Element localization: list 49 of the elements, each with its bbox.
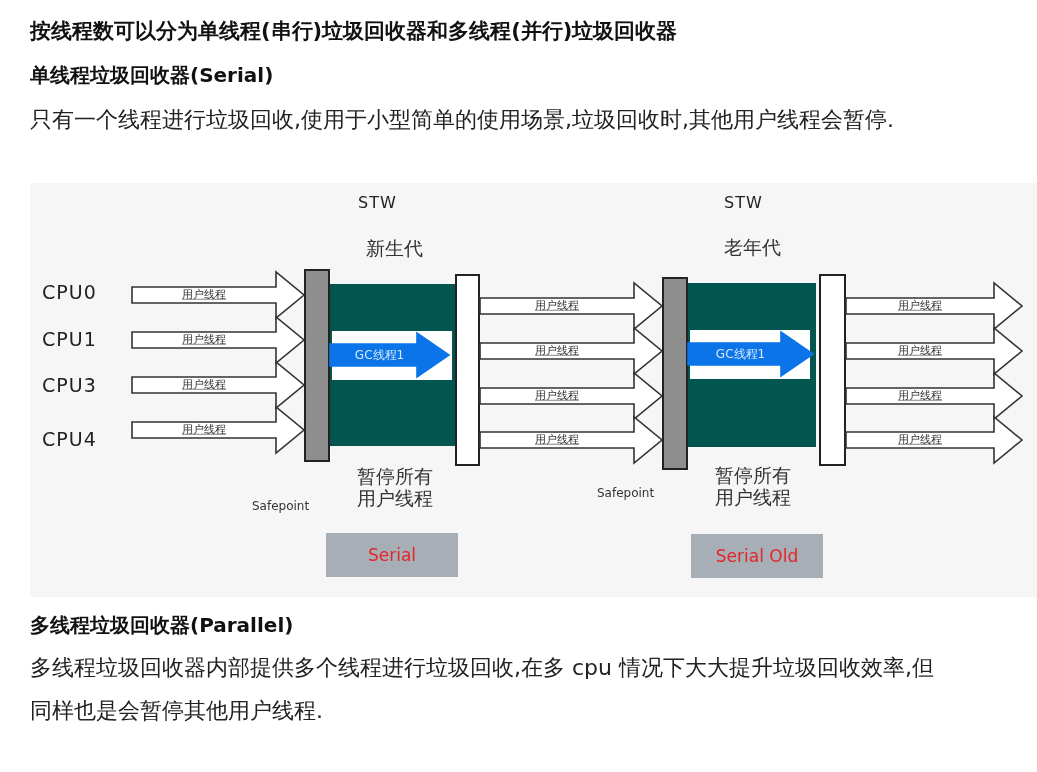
edge-label: 用户线程	[535, 342, 579, 358]
edge-label: 用户线程	[182, 286, 226, 302]
stw-label: STW	[358, 193, 397, 212]
vertical-bar	[455, 274, 480, 466]
edge-label: 用户线程	[898, 387, 942, 403]
page-title: 按线程数可以分为单线程(串行)垃圾回收器和多线程(并行)垃圾回收器	[30, 18, 678, 45]
edge-label: 用户线程	[535, 297, 579, 313]
region-title: 老年代	[722, 235, 782, 260]
cpu-label: CPU0	[42, 281, 132, 303]
collector-tag: Serial	[326, 533, 458, 577]
cpu-label: CPU3	[42, 374, 132, 396]
block-arrow	[131, 360, 306, 410]
edge-label: 用户线程	[898, 342, 942, 358]
block-arrow	[845, 371, 1024, 421]
block-arrow	[479, 326, 664, 376]
edge-label: 用户线程	[535, 431, 579, 447]
collector-tag: Serial Old	[691, 534, 823, 578]
edge-label: 用户线程	[182, 376, 226, 392]
edge-label: 用户线程	[898, 297, 942, 313]
block-arrow	[845, 326, 1024, 376]
cpu-label: CPU1	[42, 328, 132, 350]
block-arrow	[845, 415, 1024, 465]
block-arrow	[479, 415, 664, 465]
vertical-bar	[819, 274, 846, 466]
vertical-bar	[304, 269, 330, 462]
block-arrow	[131, 270, 306, 320]
edge-label: 用户线程	[182, 421, 226, 437]
safepoint-label: Safepoint	[252, 499, 310, 513]
paragraph: 只有一个线程进行垃圾回收,使用于小型简单的使用场景,垃圾回收时,其他用户线程会暂停.	[30, 106, 895, 134]
pause-note: 暂停所有用户线程	[356, 465, 434, 509]
block-arrow	[845, 281, 1024, 331]
pause-note: 暂停所有用户线程	[714, 464, 792, 508]
block-arrow	[131, 405, 306, 455]
block-arrow	[479, 281, 664, 331]
edge-label: 用户线程	[535, 387, 579, 403]
cpu-label: CPU4	[42, 428, 132, 450]
stw-label: STW	[724, 193, 763, 212]
vertical-bar	[662, 277, 688, 470]
edge-label: 用户线程	[182, 331, 226, 347]
paragraph: 多线程垃圾回收器内部提供多个线程进行垃圾回收,在多 cpu 情况下大大提升垃圾回收效率,但同样也是会暂停其他用户线程.	[30, 654, 935, 725]
safepoint-label: Safepoint	[597, 486, 655, 500]
block-arrow	[479, 371, 664, 421]
region-title: 新生代	[364, 236, 424, 261]
edge-label: 用户线程	[898, 431, 942, 447]
section-heading: 单线程垃圾回收器(Serial)	[30, 62, 274, 89]
edge-label: GC线程1	[715, 345, 766, 363]
edge-label: GC线程1	[354, 346, 405, 364]
block-arrow	[131, 315, 306, 365]
section-heading: 多线程垃圾回收器(Parallel)	[30, 612, 294, 639]
